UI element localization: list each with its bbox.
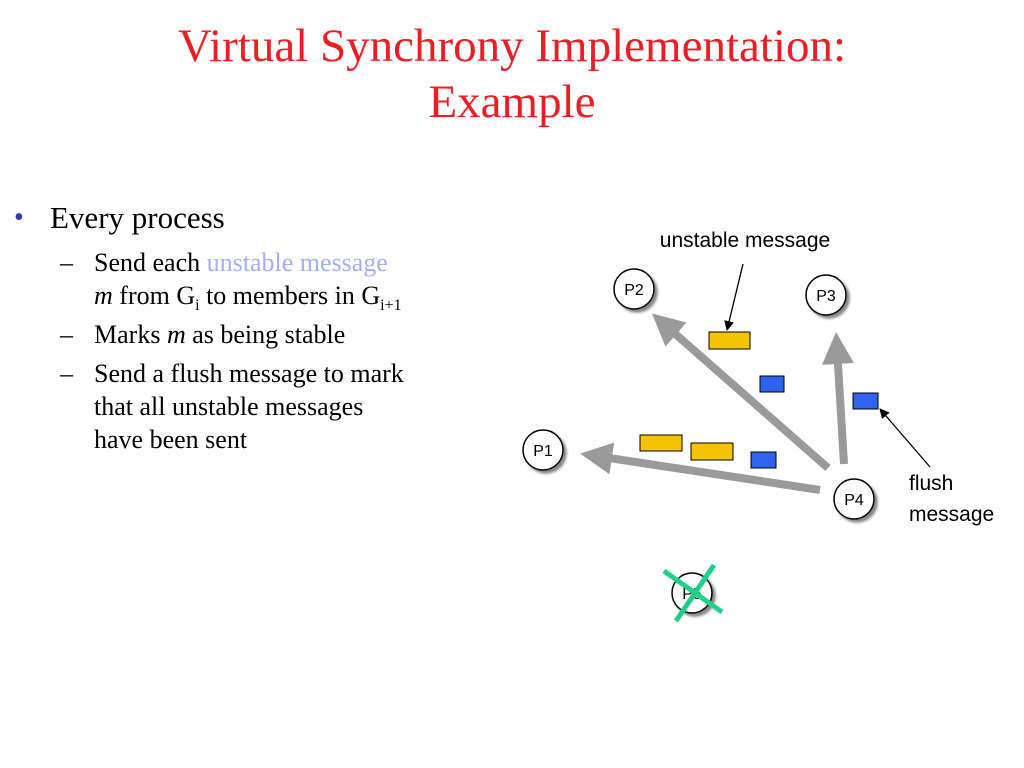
arrow-p4-to-p3 (821, 332, 854, 465)
svg-text:P4: P4 (844, 492, 864, 509)
flush-message-box (750, 451, 777, 469)
flush-message-box (759, 375, 785, 393)
arrow-p4-to-p2 (651, 313, 831, 472)
title-line-2: Example (428, 76, 596, 128)
crashed-cross-icon (662, 563, 724, 623)
unstable-label-pointer (724, 263, 744, 331)
title-line-1: Virtual Synchrony Implementation: (177, 20, 847, 72)
dash-icon: – (60, 359, 73, 388)
svg-text:P1: P1 (533, 443, 553, 460)
bullet-every-process: • Every process (14, 196, 514, 240)
arrow-p4-to-p1 (580, 442, 821, 494)
sub-bullet-marks-stable: – Marks m as being stable (60, 320, 346, 349)
dash-icon: – (60, 248, 73, 277)
dash-icon: – (60, 320, 73, 349)
unstable-message-box (708, 331, 751, 350)
process-node-p1: P1 (522, 429, 564, 471)
flush-message-box (852, 392, 879, 410)
bullet-dot-icon: • (14, 202, 24, 233)
unstable-message-box (690, 442, 734, 461)
unstable-message-box (639, 434, 683, 452)
process-node-p2: P2 (613, 268, 655, 310)
sub-bullet-send-unstable: – Send each unstable message m from Gi t… (60, 248, 402, 314)
flush-message-label-line1: flush (909, 472, 953, 495)
slide-title: Virtual Synchrony Implementation: Exampl… (0, 18, 1024, 130)
sub-bullet-flush: – Send a flush message to mark that all … (60, 359, 404, 454)
unstable-message-highlight: unstable message (206, 248, 388, 277)
flush-label-pointer (879, 408, 931, 468)
flush-message-label-line2: message (909, 503, 994, 526)
process-node-p4: P4 (833, 478, 875, 520)
svg-text:P2: P2 (624, 282, 644, 299)
process-node-p3: P3 (805, 274, 847, 316)
bullet-list: • Every process – Send each unstable mes… (14, 196, 514, 456)
svg-text:P3: P3 (816, 288, 836, 305)
unstable-message-label: unstable message (660, 229, 830, 252)
